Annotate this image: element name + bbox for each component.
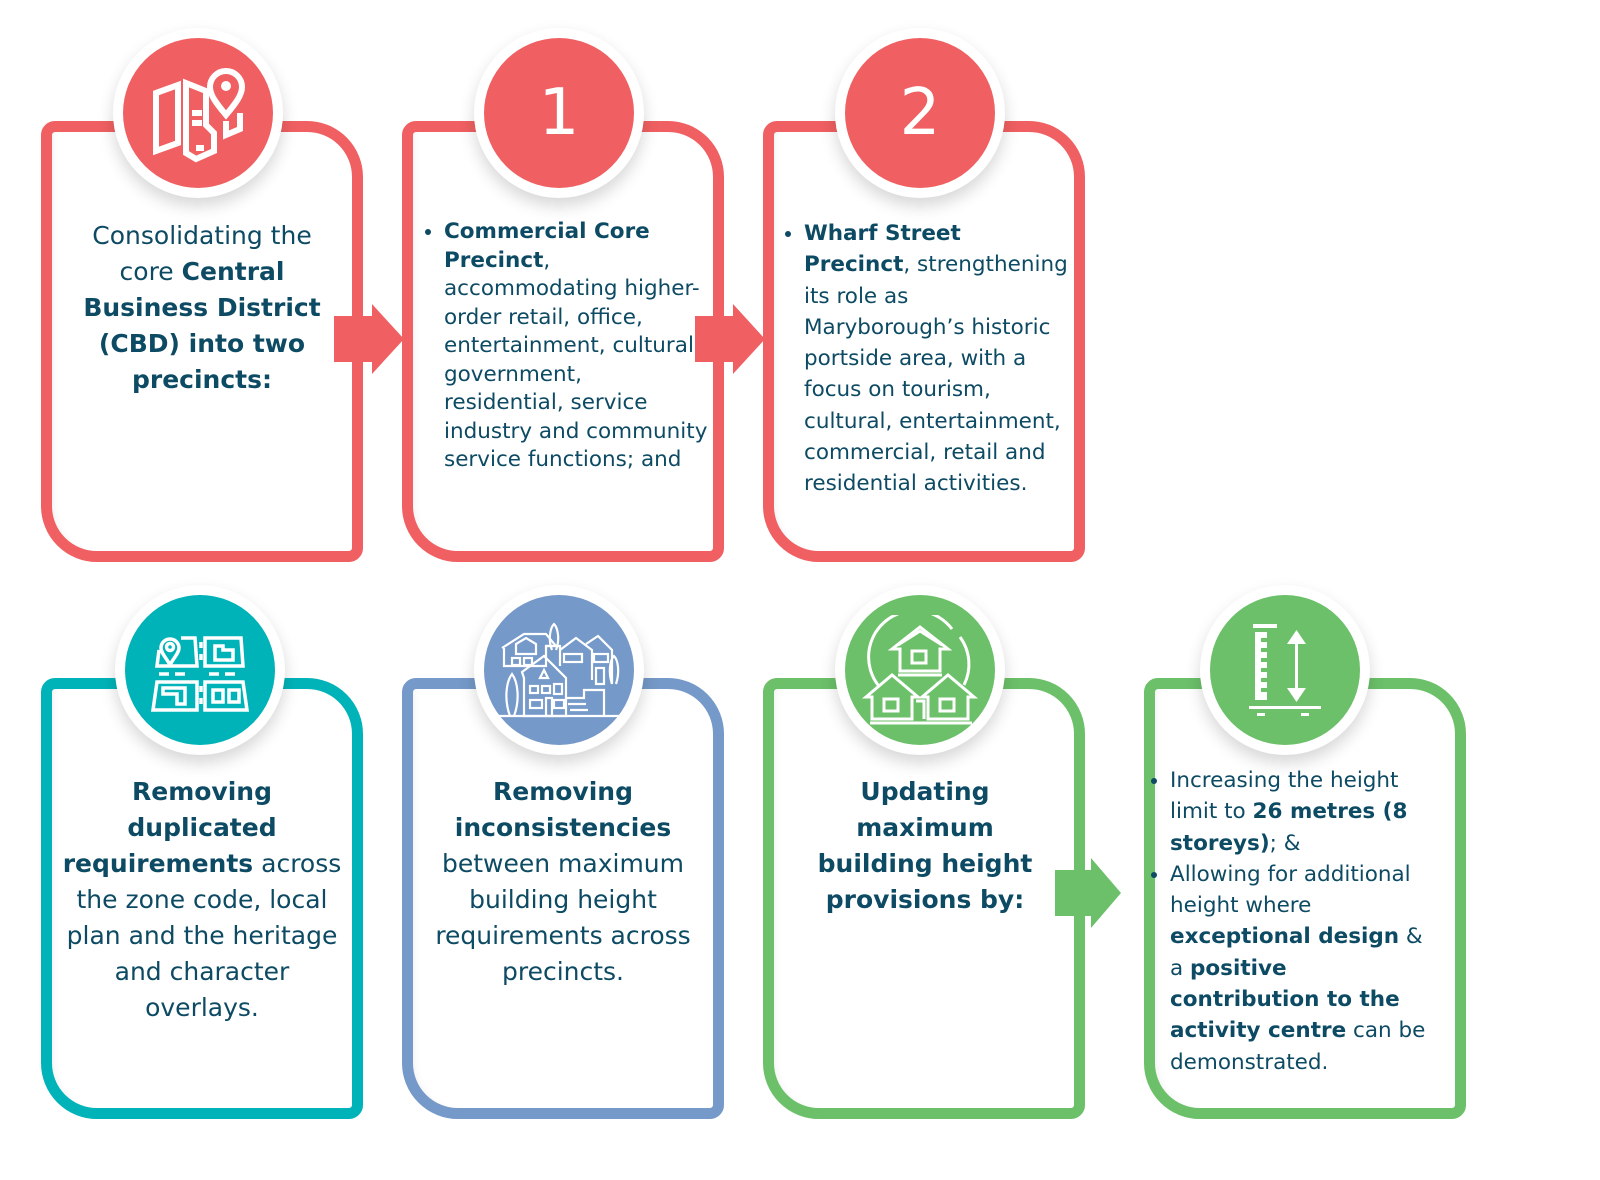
bold-text: exceptional design [1170,924,1400,950]
step-number: 2 [899,76,941,150]
body-text: can be demonstrated. [1170,1018,1426,1075]
step-number: 1 [538,76,580,150]
commercial-core-list: Commercial Core Precinct, accommodating … [418,218,708,475]
badge-map [113,28,283,198]
badge-houses [835,585,1005,755]
list-item: Increasing the height limit to 26 metres… [1170,765,1429,859]
bold-text: Central Business District (CBD) into two… [83,257,321,394]
body-text: , accommodating higher-order retail, off… [444,247,708,473]
wharf-street-list: Wharf Street Precinct, strengthening its… [778,218,1068,500]
list-item: Commercial Core Precinct, accommodating … [444,218,708,475]
height-measure-icon [1249,624,1321,716]
consolidating-text: Consolidating the core Central Business … [62,218,342,398]
body-text: Consolidating the core [92,221,312,286]
body-text: between maximum building height requirem… [435,849,691,986]
updating-height-text: Updating maximum building height provisi… [800,774,1050,918]
body-text: across the zone code, local plan and the… [66,849,342,1022]
removing-duplicated-text: Removing duplicated requirements across … [62,774,342,1026]
list-item: Wharf Street Precinct, strengthening its… [804,218,1068,500]
body-text: Allowing for additional height where [1170,861,1411,919]
bold-text: Updating maximum building height provisi… [817,777,1033,914]
body-text: ; & [1269,830,1301,856]
arrow-right-icon [334,304,404,374]
bold-text: 26 metres (8 storeys) [1170,799,1408,856]
badge-height [1200,585,1370,755]
bold-text: Wharf Street Precinct [804,221,961,278]
list-item: Allowing for additional height where exc… [1170,859,1429,1078]
zoning-map-icon [150,636,250,712]
arrow-right-icon [695,304,765,374]
badge-step-1: 1 [474,28,644,198]
badge-zoning [115,585,285,755]
map-pin-icon [153,68,246,163]
height-provisions-list: Increasing the height limit to 26 metres… [1144,765,1429,1078]
houses-streetscape-icon [498,622,620,718]
body-text: , strengthening its role as Maryborough’… [804,252,1068,497]
badge-streetscape [474,585,644,755]
body-text: & a [1170,924,1423,981]
bold-text: Removing inconsistencies [454,777,672,842]
houses-group-icon [861,615,979,725]
bold-text: positive contribution to the activity ce… [1170,955,1400,1044]
arrow-right-icon [1055,858,1121,928]
body-text: Increasing the height limit to [1170,768,1399,825]
badge-step-2: 2 [835,28,1005,198]
bold-text: Removing duplicated requirements [62,777,277,878]
bold-text: Commercial Core Precinct [444,219,650,273]
removing-inconsistencies-text: Removing inconsistencies between maximum… [428,774,698,990]
